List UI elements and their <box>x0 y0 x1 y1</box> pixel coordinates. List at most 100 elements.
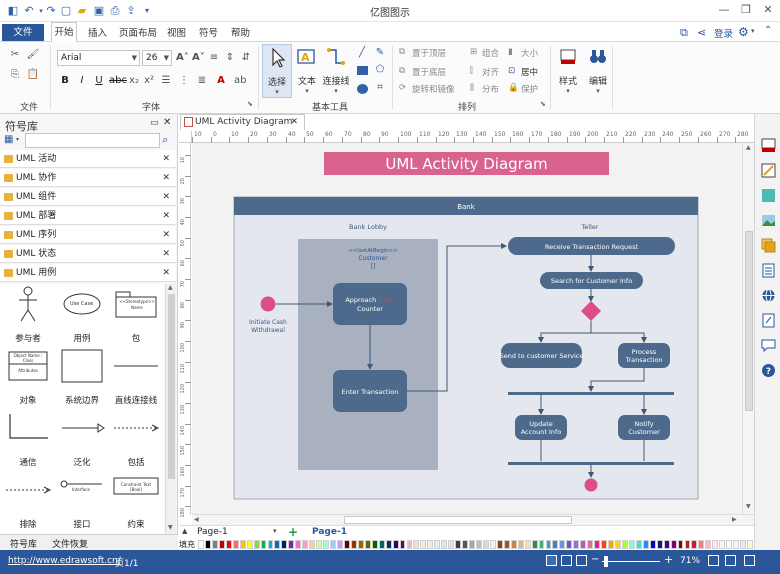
help-icon[interactable]: ? <box>761 363 776 378</box>
page-view-icon[interactable] <box>561 555 572 566</box>
color-swatch[interactable] <box>719 540 726 549</box>
flow-decision-send[interactable] <box>538 321 592 343</box>
add-page-icon[interactable]: + <box>288 525 299 539</box>
shape-system-boundary[interactable]: 系统边界 <box>54 346 110 406</box>
line-style-icon[interactable] <box>761 163 776 178</box>
color-swatch[interactable] <box>621 540 628 549</box>
shape-actor[interactable]: 参与者 <box>0 284 56 344</box>
color-swatch[interactable] <box>594 540 601 549</box>
copy-icon[interactable]: ⎘ <box>11 69 19 80</box>
zoom-in-icon[interactable]: + <box>664 553 674 566</box>
color-swatch[interactable] <box>469 540 475 549</box>
close-window-icon[interactable]: ✕ <box>763 3 773 16</box>
color-swatch[interactable] <box>615 540 621 549</box>
color-swatch[interactable] <box>489 540 496 549</box>
library-search-input[interactable] <box>25 133 160 148</box>
color-swatch[interactable] <box>330 540 336 549</box>
color-swatch[interactable] <box>406 540 413 549</box>
color-swatch[interactable] <box>642 540 649 549</box>
scroll-up-icon[interactable]: ▲ <box>168 284 173 291</box>
library-categories-dropdown-icon[interactable]: ▾ <box>16 136 20 143</box>
comment-icon[interactable] <box>761 338 776 353</box>
color-swatch[interactable] <box>198 540 204 549</box>
color-swatch[interactable] <box>559 540 566 549</box>
color-swatch[interactable] <box>211 540 218 549</box>
size-button[interactable]: 大小 <box>521 49 539 59</box>
color-swatch[interactable] <box>698 540 705 549</box>
image-icon[interactable] <box>761 213 776 228</box>
color-swatch[interactable] <box>267 540 274 549</box>
shadow-icon[interactable] <box>761 188 776 203</box>
color-swatch[interactable] <box>670 540 677 549</box>
node-approach-counter[interactable] <box>333 283 407 325</box>
color-swatch[interactable] <box>420 540 427 549</box>
library-item-close-icon[interactable]: ✕ <box>162 154 170 164</box>
color-swatch[interactable] <box>545 540 552 549</box>
vertical-scrollbar[interactable]: ▲ ▼ <box>742 143 754 515</box>
color-swatch[interactable] <box>239 540 246 549</box>
color-swatch[interactable] <box>323 540 330 549</box>
center-button[interactable]: 居中 <box>521 68 539 78</box>
minimize-icon[interactable]: — <box>718 3 730 16</box>
menu-help[interactable]: 帮助 <box>231 28 251 39</box>
style-button[interactable]: 样式 ▾ <box>553 44 583 98</box>
start-node[interactable] <box>260 296 276 312</box>
library-item-uml-usecase[interactable]: UML 用例✕ <box>0 264 176 282</box>
color-swatch[interactable] <box>281 540 288 549</box>
rectangle-tool-icon[interactable] <box>357 66 368 75</box>
library-item-uml-sequence[interactable]: UML 序列✕ <box>0 226 176 244</box>
website-link[interactable]: http://www.edrawsoft.cn/ <box>8 556 121 566</box>
color-swatch[interactable] <box>663 540 670 549</box>
menu-home[interactable]: 开始 <box>51 22 77 42</box>
settings-gear-icon[interactable]: ⚙ <box>738 25 749 39</box>
fullscreen-view-icon[interactable] <box>576 555 587 566</box>
edit-button[interactable]: 编辑 ▾ <box>583 44 613 98</box>
library-search-icon[interactable]: ⌕ <box>162 133 169 146</box>
new-file-icon[interactable]: ▢ <box>60 4 72 17</box>
flow-process-fork[interactable] <box>588 368 645 392</box>
line-draw-icon[interactable]: ╱ <box>358 47 366 58</box>
color-swatch[interactable] <box>232 540 239 549</box>
fill-icon[interactable] <box>761 138 776 153</box>
color-swatch[interactable] <box>218 540 225 549</box>
document-tab[interactable]: UML Activity Diagram ✕ <box>180 114 305 130</box>
color-swatch[interactable] <box>441 540 448 549</box>
align-icon[interactable]: ≣ <box>197 75 207 86</box>
normal-view-icon[interactable] <box>546 555 557 566</box>
send-back-button[interactable]: 置于底层 <box>412 68 447 78</box>
shape-package[interactable]: <<Stereotype>> Name 包 <box>108 284 164 344</box>
diagram-title-box[interactable] <box>324 152 609 175</box>
color-swatch[interactable] <box>552 540 559 549</box>
library-pin-icon[interactable]: ▭ <box>150 118 159 128</box>
node-search-customer[interactable] <box>540 272 643 289</box>
scroll-down-icon[interactable]: ▼ <box>746 503 751 510</box>
format-painter-icon[interactable]: 🖌 <box>26 49 40 60</box>
color-swatch[interactable] <box>740 540 747 549</box>
menu-file[interactable]: 文件 <box>2 24 44 41</box>
color-swatch[interactable] <box>350 540 357 549</box>
library-item-close-icon[interactable]: ✕ <box>162 268 170 278</box>
quick-access-dropdown-icon[interactable]: ▾ <box>144 6 149 15</box>
current-page-select[interactable]: Page-1 <box>197 527 228 537</box>
menu-insert[interactable]: 插入 <box>88 28 108 39</box>
polygon-tool-icon[interactable]: ⬠ <box>375 64 385 75</box>
end-node[interactable] <box>584 478 598 492</box>
rotate-mirror-button[interactable]: 旋转和镜像 <box>412 85 455 95</box>
scroll-left-icon[interactable]: ◀ <box>194 516 199 523</box>
library-item-uml-activity[interactable]: UML 活动✕ <box>0 150 176 168</box>
login-link[interactable]: 登录 <box>714 29 734 40</box>
page-icon[interactable] <box>761 263 776 278</box>
horizontal-scrollbar[interactable]: ◀ ▶ <box>192 514 754 525</box>
node-notify-customer[interactable] <box>618 415 670 440</box>
numbered-list-icon[interactable]: ⋮ <box>179 75 189 86</box>
undo-icon[interactable]: ↶ <box>24 4 34 17</box>
flow-decision-process[interactable] <box>591 332 647 343</box>
font-name-select[interactable]: Arial ▼ <box>57 50 140 66</box>
color-swatch[interactable] <box>476 540 482 549</box>
zoom-slider-thumb[interactable] <box>604 556 608 567</box>
font-color-icon[interactable]: A <box>217 75 225 86</box>
color-swatch[interactable] <box>635 540 642 549</box>
italic-icon[interactable]: I <box>80 75 84 86</box>
font-size-select[interactable]: 26 ▼ <box>142 50 172 66</box>
menu-symbol[interactable]: 符号 <box>199 28 219 39</box>
